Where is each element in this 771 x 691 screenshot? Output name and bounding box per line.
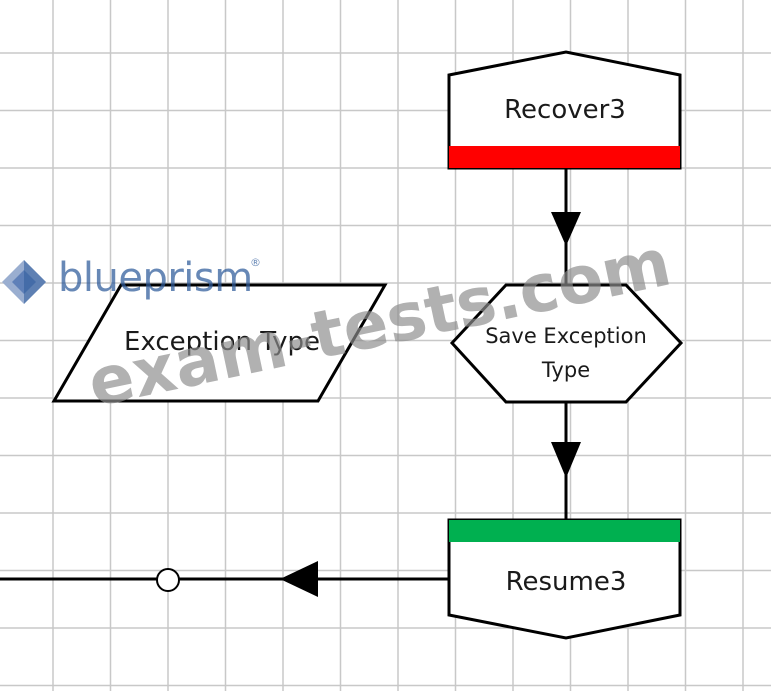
blueprism-logo: blueprism ® [2, 255, 261, 304]
recover-stage-label: Recover3 [504, 95, 626, 125]
blueprism-logo-icon [2, 260, 46, 304]
resume-stage[interactable]: Resume3 [447, 518, 682, 640]
save-exception-type-label-line1: Save Exception [485, 324, 647, 348]
save-exception-type-label-line2: Type [541, 358, 590, 382]
recover-stage[interactable]: Recover3 [447, 50, 682, 170]
data-item-shape [51, 283, 388, 403]
link-anchor-point[interactable] [156, 568, 180, 592]
recover-stage-bar [449, 146, 680, 168]
resume-stage-label: Resume3 [506, 567, 627, 597]
exception-type-data-item[interactable]: Exception Type [51, 283, 388, 403]
arrowhead-down-1 [551, 212, 581, 246]
blueprism-registered-mark: ® [250, 256, 261, 269]
resume-stage-bar [449, 520, 680, 542]
save-exception-type-shape [449, 283, 684, 404]
arrowhead-left [280, 561, 318, 597]
data-item-label: Exception Type [124, 327, 320, 357]
save-exception-type-stage[interactable]: Save Exception Type [449, 283, 684, 404]
blueprism-logo-text: blueprism [58, 255, 253, 301]
arrowhead-down-2 [551, 442, 581, 478]
